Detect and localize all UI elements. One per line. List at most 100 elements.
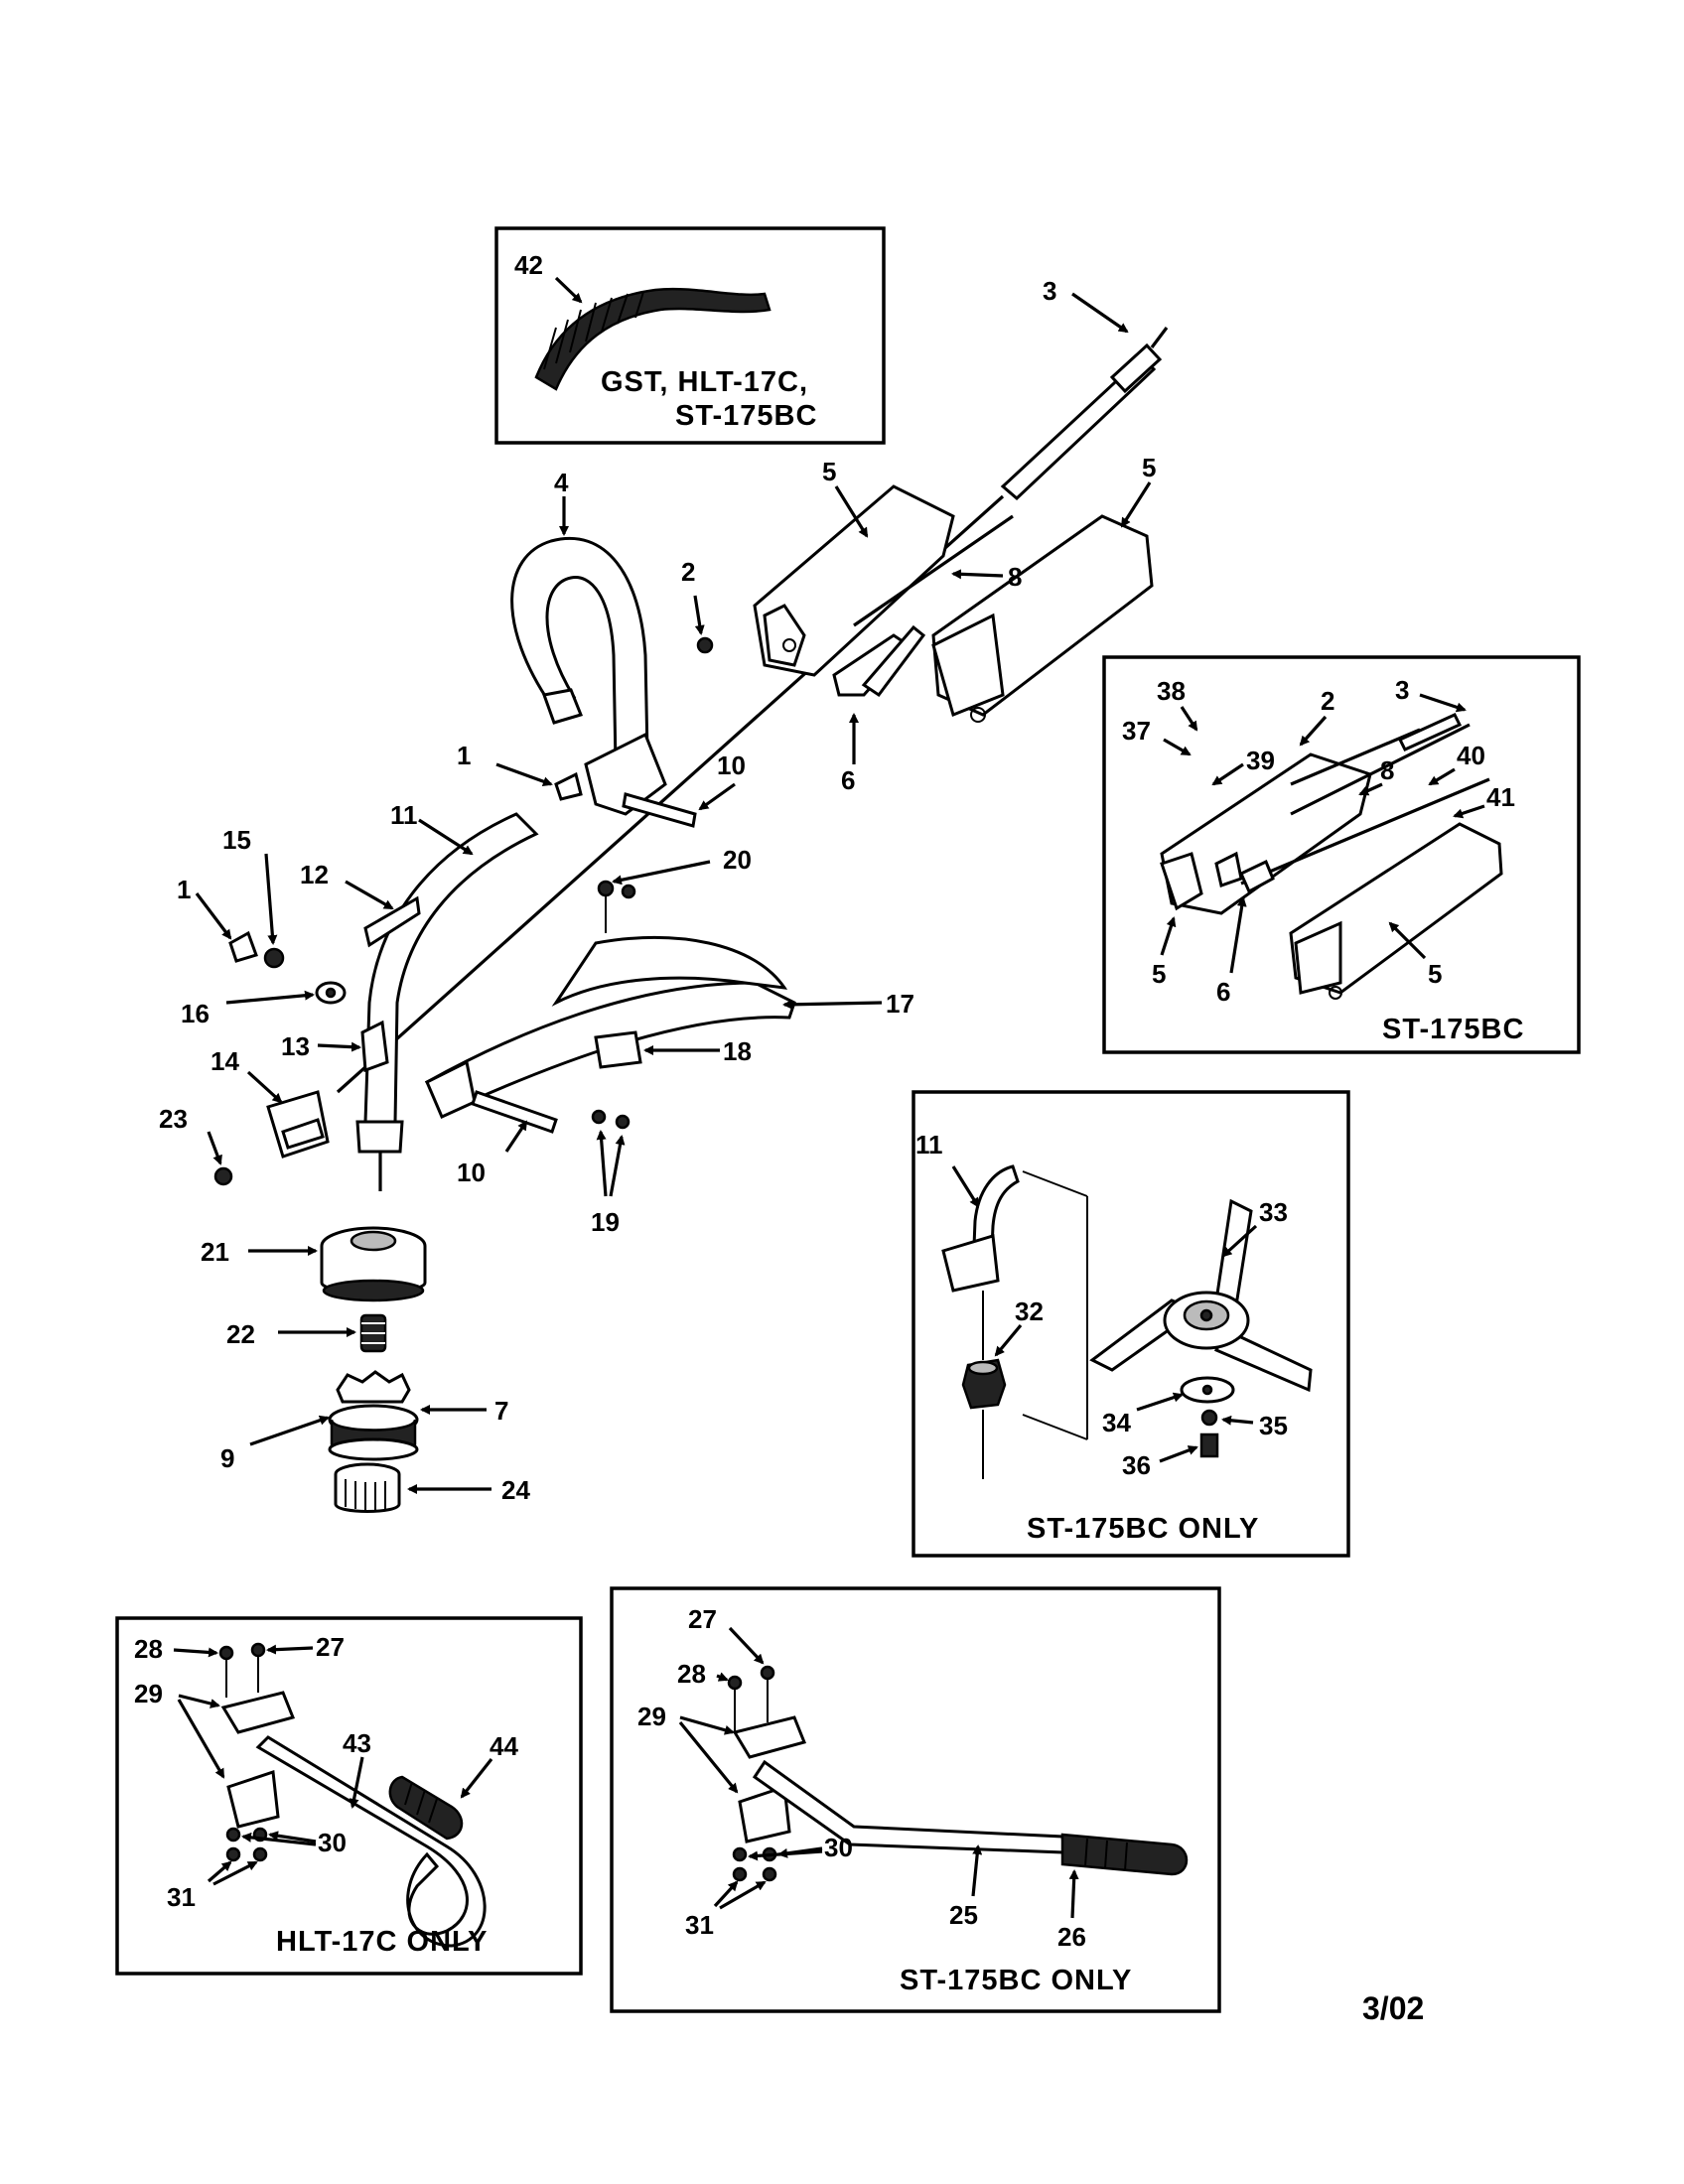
callout-b36: 36 bbox=[1122, 1450, 1151, 1480]
leader-12 bbox=[345, 880, 394, 910]
leader-11 bbox=[418, 818, 474, 856]
leader-s30b bbox=[748, 1849, 823, 1861]
callout-5a: 5 bbox=[822, 457, 836, 486]
inset-caption-bike-handle: ST-175BC ONLY bbox=[900, 1965, 1132, 1996]
housing-st175bc bbox=[1160, 713, 1503, 1000]
callout-3: 3 bbox=[1043, 276, 1056, 306]
leader-13 bbox=[317, 1041, 361, 1052]
leader-2 bbox=[693, 595, 705, 635]
leader-h28 bbox=[173, 1647, 218, 1658]
callout-2: 2 bbox=[681, 557, 695, 587]
guard-17 bbox=[424, 935, 796, 1119]
callout-h28: 28 bbox=[134, 1634, 163, 1664]
callout-21: 21 bbox=[201, 1237, 229, 1267]
bolt-10-lower bbox=[471, 1090, 558, 1134]
leader-5b bbox=[1120, 481, 1152, 528]
inset-caption-blade: ST-175BC ONLY bbox=[1027, 1513, 1259, 1545]
callout-s29: 29 bbox=[637, 1702, 666, 1731]
mount-bracket-14 bbox=[266, 1090, 330, 1159]
callout-r41: 41 bbox=[1486, 782, 1515, 812]
leader-r41 bbox=[1453, 804, 1485, 819]
leader-1a bbox=[495, 762, 553, 786]
callout-s30: 30 bbox=[824, 1833, 853, 1862]
callout-24: 24 bbox=[501, 1475, 530, 1505]
grip-44 bbox=[388, 1775, 464, 1841]
callout-7: 7 bbox=[494, 1396, 508, 1426]
bolt-36 bbox=[1199, 1433, 1219, 1458]
callout-s31: 31 bbox=[685, 1910, 714, 1940]
lever-part-6 bbox=[832, 624, 926, 698]
callout-b35: 35 bbox=[1259, 1411, 1288, 1440]
leader-h44 bbox=[460, 1758, 493, 1799]
leader-s29b bbox=[678, 1720, 739, 1794]
leader-b36 bbox=[1159, 1445, 1198, 1463]
callout-16: 16 bbox=[181, 999, 210, 1028]
callout-20: 20 bbox=[723, 845, 752, 875]
bolt-10-upper bbox=[622, 792, 697, 828]
leader-h43 bbox=[349, 1756, 364, 1809]
leader-10b bbox=[504, 1120, 528, 1153]
wing-nut-1-upper bbox=[554, 771, 583, 801]
inset-box-blade bbox=[912, 1090, 1350, 1558]
leader-r5a bbox=[1160, 916, 1177, 956]
leader-1b bbox=[195, 892, 232, 940]
wing-nut-1-lower bbox=[228, 930, 258, 963]
screw-20b bbox=[621, 884, 636, 899]
callout-8: 8 bbox=[1008, 562, 1022, 592]
callout-r38: 38 bbox=[1157, 676, 1186, 706]
loop-handle-4 bbox=[510, 536, 667, 816]
housing-half-right bbox=[931, 514, 1154, 723]
label-12 bbox=[363, 895, 421, 948]
callout-17: 17 bbox=[886, 989, 914, 1019]
cutter-18 bbox=[594, 1030, 642, 1069]
leader-b11 bbox=[951, 1165, 980, 1208]
callout-r5b: 5 bbox=[1428, 959, 1442, 989]
callout-4: 4 bbox=[554, 468, 569, 497]
leader-s29a bbox=[679, 1715, 735, 1735]
adapter-32 bbox=[961, 1358, 1007, 1410]
nut-s31a bbox=[732, 1866, 748, 1882]
callout-s26: 26 bbox=[1057, 1922, 1086, 1952]
callout-12: 12 bbox=[300, 860, 329, 889]
screw-h27 bbox=[250, 1642, 266, 1658]
leader-b35 bbox=[1221, 1415, 1254, 1426]
callout-h29: 29 bbox=[134, 1679, 163, 1708]
nut-s30a bbox=[732, 1846, 748, 1862]
leader-42 bbox=[554, 276, 583, 304]
inset-box-loop-handle bbox=[115, 1616, 583, 1976]
leader-s27 bbox=[728, 1626, 765, 1665]
callout-r3: 3 bbox=[1395, 675, 1409, 705]
blade-33 bbox=[1089, 1198, 1313, 1393]
screw-23 bbox=[213, 1166, 233, 1186]
nut-19b bbox=[615, 1114, 631, 1130]
leader-h31a bbox=[207, 1860, 232, 1883]
callout-h31: 31 bbox=[167, 1882, 196, 1912]
leader-h30b bbox=[241, 1832, 317, 1846]
callout-b33: 33 bbox=[1259, 1197, 1288, 1227]
callout-r2: 2 bbox=[1321, 686, 1334, 716]
loop-handle-43 bbox=[220, 1691, 487, 1948]
callout-5b: 5 bbox=[1142, 453, 1156, 482]
callout-1a: 1 bbox=[457, 741, 471, 770]
callout-22: 22 bbox=[226, 1319, 255, 1349]
nut-35 bbox=[1200, 1409, 1218, 1427]
leader-r2 bbox=[1299, 715, 1328, 747]
leader-15 bbox=[264, 853, 278, 945]
leader-14 bbox=[246, 1070, 283, 1104]
leader-5a bbox=[834, 485, 869, 538]
housing-half-left bbox=[753, 484, 955, 677]
leader-r37 bbox=[1163, 738, 1192, 756]
leader-16 bbox=[225, 990, 315, 1005]
leader-h29b bbox=[177, 1699, 225, 1779]
screw-2 bbox=[696, 636, 714, 654]
nut-19a bbox=[591, 1109, 607, 1125]
leader-8 bbox=[951, 569, 1004, 580]
leader-9 bbox=[249, 1415, 330, 1446]
leader-19b bbox=[609, 1135, 626, 1197]
inset-box-brush bbox=[494, 226, 886, 445]
leader-s31b bbox=[719, 1880, 767, 1910]
callout-h44: 44 bbox=[490, 1731, 518, 1761]
leader-10a bbox=[698, 782, 736, 811]
leader-23 bbox=[207, 1131, 222, 1165]
